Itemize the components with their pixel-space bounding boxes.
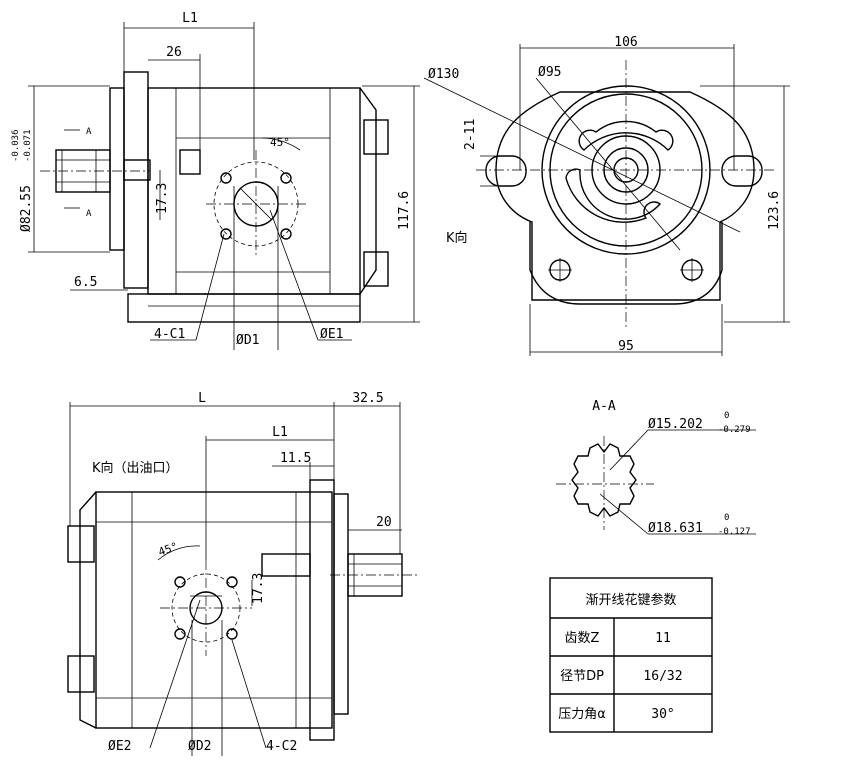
section-A-A-title: A-A [592, 399, 616, 414]
section-A-A-view: A-A Ø15.202 0 -0.279 Ø18.631 0 -0.127 [556, 399, 756, 537]
table-row-value: 16/32 [643, 669, 682, 684]
dia-15-202: Ø15.202 [648, 417, 703, 432]
dia-18-631: Ø18.631 [648, 521, 703, 536]
section-A-top: A [86, 127, 92, 137]
dim-17-3-bottom: 17.3 [251, 573, 266, 604]
label-4-C2: 4-C2 [266, 739, 297, 754]
label-E2: ØE2 [108, 739, 131, 754]
dim-32-5: 32.5 [352, 391, 383, 406]
tol15-upper: 0 [724, 411, 729, 421]
dim-123-6: 123.6 [767, 191, 782, 230]
dim-106: 106 [614, 35, 637, 50]
table-row-label: 齿数Z [565, 631, 600, 646]
angle-45-bottom: 45° [157, 540, 180, 559]
bottom-left-view: L 32.5 L1 11.5 20 45° 17.3 K向（出油口） ØE2 Ø… [67, 391, 420, 756]
tol15-lower: -0.279 [718, 425, 751, 435]
table-title: 渐开线花键参数 [585, 592, 676, 608]
dia-130: Ø130 [428, 67, 459, 82]
dim-L1-bottom: L1 [272, 425, 288, 440]
dia-95: Ø95 [538, 65, 561, 80]
dim-17-3-top: 17.3 [155, 183, 170, 214]
top-left-view: L1 26 45° 17.3 6.5 Ø82.55 -0.036 -0.071 … [11, 11, 420, 350]
dia-82-55: Ø82.55 [19, 185, 34, 232]
dim-20: 20 [376, 515, 392, 530]
section-A-bottom: A [86, 209, 92, 219]
table-row-value: 30° [651, 707, 674, 722]
table-row-label: 压力角α [558, 707, 606, 722]
spline-parameter-table: 渐开线花键参数 齿数Z 11 径节DP 16/32 压力角α 30° [549, 577, 713, 733]
dim-95: 95 [618, 339, 634, 354]
k-direction-label: K向 [446, 230, 468, 246]
dim-2-11: 2-11 [463, 119, 478, 150]
dim-26: 26 [166, 45, 182, 60]
dim-117-6: 117.6 [397, 191, 412, 230]
dim-L: L [198, 391, 206, 406]
angle-45-top: 45° [270, 136, 290, 149]
dim-6-5: 6.5 [74, 275, 97, 290]
label-4-C1: 4-C1 [154, 327, 185, 342]
label-E1: ØE1 [320, 327, 343, 342]
tol-lower: -0.071 [23, 129, 33, 162]
table-row-label: 径节DP [560, 669, 604, 684]
label-D1: ØD1 [236, 333, 259, 348]
dim-L1-top: L1 [182, 11, 198, 26]
k-direction-outlet-label: K向（出油口） [92, 460, 179, 476]
tol18-lower: -0.127 [718, 527, 751, 537]
dim-11-5: 11.5 [280, 451, 311, 466]
tol-upper: -0.036 [11, 129, 21, 162]
label-D2: ØD2 [188, 739, 211, 754]
table-row-value: 11 [655, 631, 671, 646]
top-right-view: 106 Ø130 Ø95 2-11 123.6 95 K向 [423, 35, 790, 356]
tol18-upper: 0 [724, 513, 729, 523]
